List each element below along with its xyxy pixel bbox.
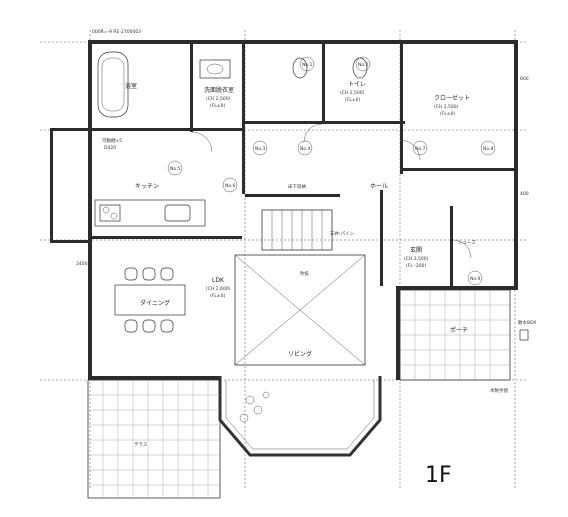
label-ldk-ch: (CH 2,600): [206, 286, 231, 292]
void-area: [234, 254, 366, 366]
note-marker-4: No.4: [300, 146, 310, 152]
note-marker-2: No.2: [358, 62, 368, 68]
note-marker-6: No.6: [225, 183, 235, 189]
note-marker-5: No.5: [170, 166, 180, 172]
plant-marks: [239, 391, 270, 423]
label-storage: 可動棚×5: [102, 137, 122, 144]
label-closet-ch: (CH 2,500): [434, 104, 459, 110]
label-hall: ホール: [370, 183, 388, 190]
label-washroom: 洗面脱衣室: [204, 86, 234, 94]
label-living: リビング: [288, 350, 312, 358]
label-ldk-fl: (FL±0): [210, 293, 225, 299]
interior-walls: [92, 44, 518, 290]
note-marker-3: No.3: [255, 146, 265, 152]
label-shoes: シューズ: [458, 239, 476, 246]
toilet-fixtures: [292, 57, 368, 79]
label-ceiling: 天井:パイン: [330, 230, 355, 237]
door-swings: [191, 123, 472, 259]
header-note: 000R=-9 RE-2700003: [92, 29, 141, 35]
note-marker-1: No.1: [302, 62, 312, 68]
staircase: [261, 209, 333, 251]
label-water-box: 散水BOX: [518, 319, 536, 326]
note-markers: [167, 56, 496, 286]
label-closet: クローゼット: [434, 94, 470, 102]
label-porch: ポーチ: [450, 326, 468, 334]
label-storage-size: D420: [104, 145, 116, 151]
kitchen-counter: [94, 199, 206, 227]
washbasin: [199, 59, 231, 79]
label-toilet: トイレ: [348, 81, 366, 88]
dim-600: 600: [520, 76, 529, 82]
label-handrail: 木製手摺: [490, 387, 508, 394]
terrace-tiles: [87, 379, 221, 499]
label-ldk: LDK: [212, 277, 225, 284]
porch-tiles: [399, 289, 511, 381]
label-entrance-ch: (CH 2,500): [404, 256, 429, 262]
label-closet-fl: (FL±0): [440, 111, 455, 117]
dim-400: 400: [520, 191, 529, 197]
label-dining: ダイニング: [140, 299, 170, 307]
living-bay-walls: [218, 376, 382, 457]
note-marker-7: No.7: [415, 146, 425, 152]
note-marker-9: No.9: [470, 276, 480, 282]
floor-label: 1F: [425, 463, 452, 488]
label-entrance-fl: (FL -200): [406, 263, 426, 269]
label-void: 吹抜: [300, 270, 309, 277]
label-washroom-ch: (CH 2,500): [206, 96, 231, 102]
dim-2400: 2400: [76, 261, 88, 267]
label-kitchen: キッチン: [135, 183, 159, 190]
label-terrace: テラス: [134, 442, 148, 448]
bathtub: [97, 51, 129, 118]
water-box: [519, 329, 529, 341]
dining-table: [114, 267, 186, 333]
label-toilet-fl: (FL±0): [345, 97, 360, 103]
label-toilet-ch: (CH 2,500): [340, 90, 365, 96]
label-bath: 浴室: [125, 82, 137, 90]
exterior-walls: [50, 40, 518, 380]
note-marker-8: No.8: [483, 146, 493, 152]
label-entrance: 玄関: [410, 246, 422, 254]
label-pantry: 床下収納: [288, 183, 306, 190]
label-washroom-fl: (FL±0): [210, 103, 225, 109]
